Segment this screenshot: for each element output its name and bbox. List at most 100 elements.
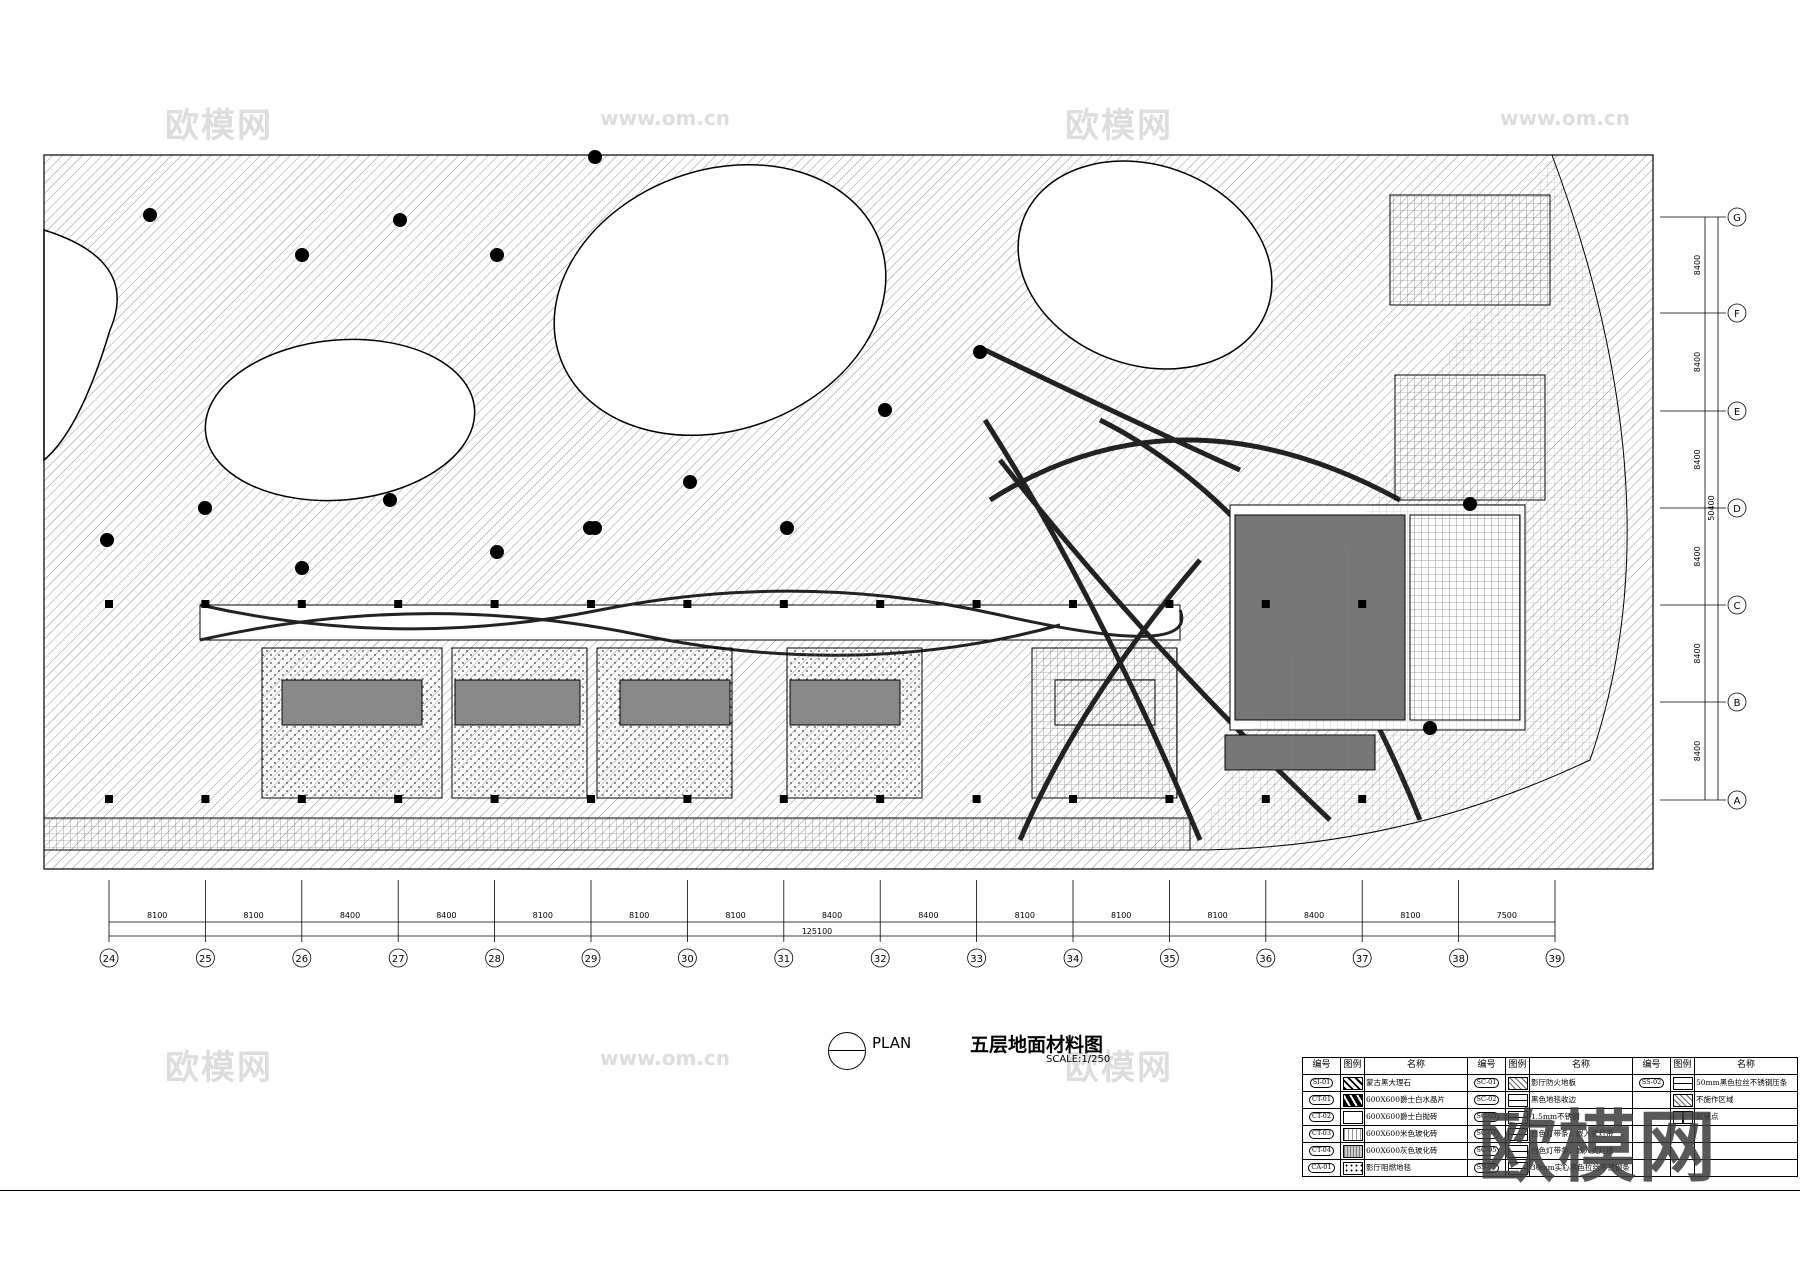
dimension-label: 8100 [147, 911, 167, 920]
legend-code-cell: CT-01 [1302, 1091, 1341, 1109]
grid-column-label: 35 [1163, 954, 1176, 965]
column-square [972, 795, 981, 803]
grid-column-marker [1160, 948, 1179, 968]
column-round [490, 248, 504, 262]
column-square [490, 795, 499, 803]
material-code: SC-03 [1473, 1112, 1500, 1122]
grid-column-marker [1063, 948, 1083, 968]
watermark-brand: 欧模网 [165, 106, 273, 146]
watermark-url: www.om.cn [600, 106, 731, 130]
column-square [1165, 795, 1174, 803]
column-square [297, 600, 306, 608]
material-code: SC-02 [1473, 1095, 1500, 1105]
legend-header: 图例 [1670, 1057, 1695, 1075]
grid-column-marker [870, 948, 890, 968]
legend-swatch-cell [1505, 1108, 1530, 1126]
column-square [1358, 795, 1367, 803]
dimension-label: 8100 [725, 911, 745, 920]
column-square [1069, 600, 1077, 608]
column-square [683, 600, 692, 608]
grid-column-label: 36 [1259, 954, 1272, 965]
plan-symbol [828, 1032, 866, 1070]
legend-swatch-cell [1340, 1074, 1365, 1092]
watermark-url: www.om.cn [600, 1046, 731, 1070]
grid-column-label: 26 [295, 954, 308, 965]
grid-column-marker [678, 948, 697, 968]
dimension-label: 8100 [533, 911, 553, 920]
column-round [780, 521, 794, 535]
material-swatch [1342, 1110, 1363, 1124]
legend-header: 名称 [1529, 1057, 1633, 1075]
dimension-label: 8400 [436, 911, 456, 920]
grid-row-label: B [1734, 698, 1741, 709]
material-swatch [1342, 1076, 1363, 1090]
column-round [393, 213, 407, 227]
legend-code-cell: CT-03 [1302, 1125, 1341, 1143]
grid-row-label: F [1734, 309, 1740, 320]
column-round [588, 521, 602, 535]
material-swatch [1672, 1076, 1693, 1090]
dimension-label: 8100 [629, 911, 649, 920]
column-square [394, 600, 403, 608]
grid-column-label: 33 [970, 954, 983, 965]
material-name [1694, 1159, 1798, 1177]
column-square [779, 795, 788, 803]
column-square [972, 600, 981, 608]
column-square [1069, 795, 1077, 803]
dimension-label: 8400 [822, 911, 842, 920]
legend-header: 图例 [1505, 1057, 1530, 1075]
legend-code-cell: SC-05 [1467, 1142, 1506, 1160]
dimension-label: 7500 [1497, 911, 1517, 920]
east-edge [1189, 154, 1628, 851]
column-round [973, 345, 987, 359]
legend-header: 编号 [1302, 1057, 1341, 1075]
legend-swatch-cell [1670, 1074, 1695, 1092]
dimension-label: 8400 [1304, 911, 1324, 920]
grid-column-marker [1545, 948, 1565, 968]
total-length-label: 125100 [802, 927, 833, 936]
column-square [105, 795, 113, 803]
total-depth-label: 50400 [1707, 495, 1716, 520]
legend-swatch-cell [1340, 1108, 1365, 1126]
legend-swatch-cell [1340, 1142, 1365, 1160]
material-swatch [1507, 1093, 1528, 1107]
material-name: 600X600灰色玻化砖 [1364, 1142, 1468, 1160]
grid-column-marker [99, 948, 119, 968]
grid-column-label: 24 [103, 954, 116, 965]
column-square [1358, 600, 1367, 608]
grid-row-marker [1727, 498, 1747, 518]
material-code: SC-05 [1473, 1146, 1500, 1156]
dimension-label: 8100 [1207, 911, 1227, 920]
column-square [876, 600, 885, 608]
material-code: SI-01 [1309, 1078, 1334, 1088]
material-swatch [1507, 1076, 1528, 1090]
material-code: CT-03 [1309, 1129, 1334, 1139]
watermark-url: www.om.cn [1500, 106, 1631, 130]
plan-scale: SCALE:1/250 [1046, 1054, 1111, 1065]
column-square [394, 795, 403, 803]
column-round [1463, 497, 1477, 511]
legend-header: 名称 [1694, 1057, 1798, 1075]
column-square [587, 795, 595, 803]
grid-column-label: 25 [199, 954, 212, 965]
column-square [876, 795, 885, 803]
column-square [683, 795, 692, 803]
material-code: CT-04 [1309, 1146, 1334, 1156]
legend-swatch-cell [1505, 1125, 1530, 1143]
legend-swatch-cell [1340, 1091, 1365, 1109]
column-round [1423, 721, 1437, 735]
dimension-label: 8400 [1693, 546, 1702, 566]
material-name: 30mm实心黑色拉丝不锈钢条 [1529, 1159, 1633, 1177]
dimension-label: 8400 [1693, 449, 1702, 469]
column-round [588, 150, 602, 164]
structural-columns [100, 150, 1477, 803]
grid-row-marker [1727, 595, 1747, 615]
material-swatch [1342, 1127, 1363, 1141]
corridor-marble-strip [199, 589, 1184, 638]
material-code: SC-01 [1473, 1078, 1500, 1088]
dimension-label: 8400 [1693, 741, 1702, 761]
material-name: 蒙古黑大理石 [1364, 1074, 1468, 1092]
